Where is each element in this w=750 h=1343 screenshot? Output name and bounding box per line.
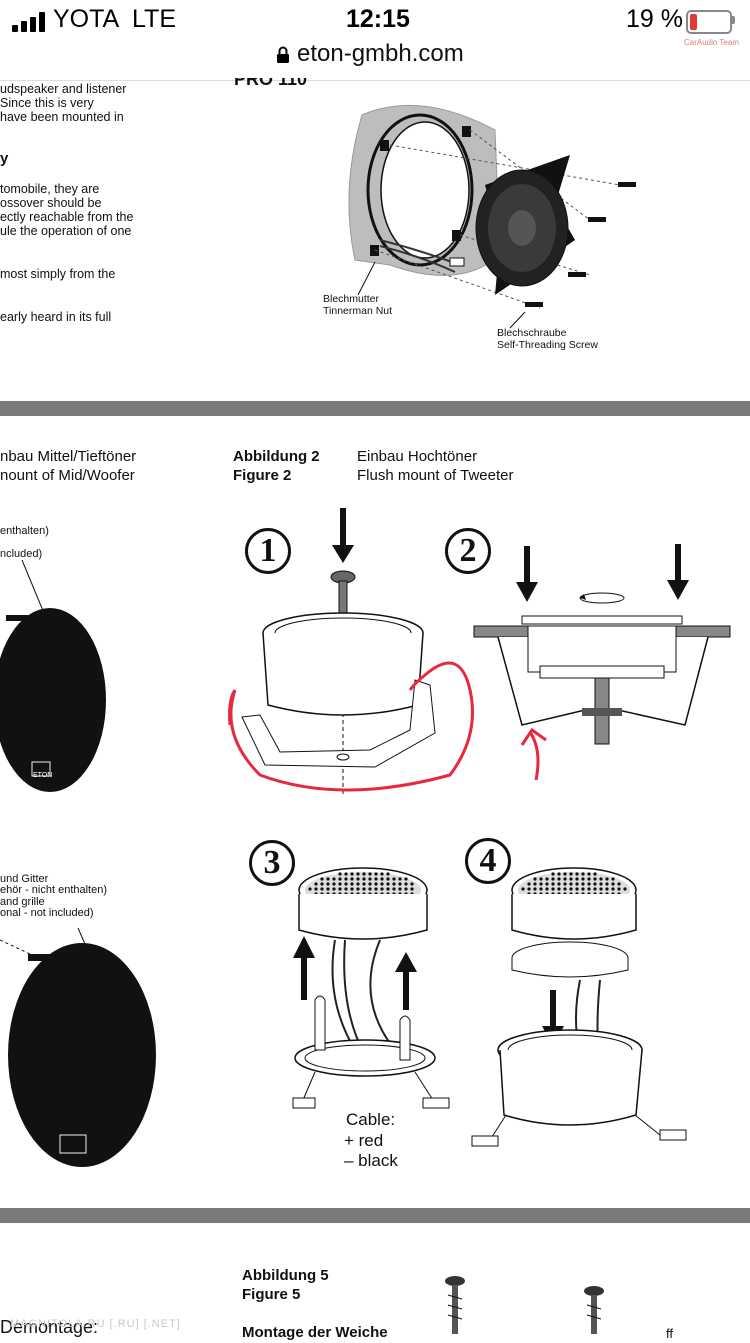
clock: 12:15: [346, 5, 410, 33]
cable-label: Cable:: [346, 1110, 396, 1129]
step-number: 1: [245, 528, 291, 574]
red-annotation: [520, 727, 547, 781]
step-number: 3: [249, 840, 295, 886]
arrow-down-icon: [332, 508, 354, 563]
text-line: Since this is very: [0, 96, 94, 110]
text-line: have been mounted in: [0, 110, 124, 124]
note-line: and grille: [0, 896, 45, 908]
cable-minus-label: – black: [344, 1151, 398, 1170]
watermark-top: CarAudio Team: [684, 38, 739, 47]
step1-diagram: [228, 508, 474, 795]
text-line: ossover should be: [0, 196, 102, 210]
text-line: most simply from the: [0, 267, 116, 281]
screw-icon: [445, 1276, 465, 1334]
battery-percent: 19 %: [626, 5, 683, 33]
rotate-icon: [579, 592, 625, 604]
network-type: LTE: [132, 5, 176, 33]
carrier-name: YOTA: [53, 5, 120, 33]
address-bar[interactable]: eton-gmbh.com: [270, 40, 490, 70]
figure5-label-en: Figure 5: [242, 1286, 301, 1303]
label-screw-en: Self-Threading Screw: [497, 339, 598, 351]
speaker-mount-diagram: [348, 104, 636, 329]
watermark-bottom: MAGNITOLA.RU [.RU] [.NET]: [10, 1318, 181, 1330]
text-line: ectly reachable from the: [0, 210, 134, 224]
woofer-grille-diagram-top: [0, 560, 106, 792]
status-bar: YOTA LTE 12:15 19 % CarAudio Team eton-g…: [0, 0, 750, 81]
step-number: 2: [445, 528, 491, 574]
left-header-en: nount of Mid/Woofer: [0, 467, 135, 484]
step-number: 4: [465, 838, 511, 884]
arrow-down-icon: [516, 544, 689, 602]
figure-title-de: Einbau Hochtöner: [357, 448, 478, 465]
left-header-de: nbau Mittel/Tieftöner: [0, 448, 137, 465]
cable-plus-label: + red: [344, 1131, 384, 1150]
screw-icon: [6, 615, 28, 621]
screw-icon: [525, 182, 636, 307]
step3-diagram: [292, 867, 450, 1109]
tinnerman-nut-icon: [380, 140, 389, 151]
figure5-label-de: Abbildung 5: [242, 1267, 329, 1284]
page-separator: [0, 401, 750, 416]
demontage-heading: Demontage:: [0, 1317, 99, 1337]
note-line: und Gitter: [0, 873, 49, 885]
logo-text: ETON: [33, 772, 53, 779]
screw-icon: [28, 954, 58, 961]
battery-fill: [690, 14, 697, 30]
note-line: ncluded): [0, 548, 43, 560]
arrow-up-icon: [293, 936, 417, 1010]
note-line: ehör - nicht enthalten): [0, 884, 108, 896]
red-annotation: [228, 661, 474, 792]
step2-diagram: [473, 544, 731, 781]
figure-label-en: Figure 2: [233, 467, 292, 484]
step4-diagram: [471, 867, 687, 1147]
page-separator: [0, 1208, 750, 1223]
note-line: onal - not included): [0, 907, 94, 919]
label-nut-de: Blechmutter: [323, 293, 380, 305]
figure-label-de: Abbildung 2: [233, 448, 320, 465]
text-line: tomobile, they are: [0, 182, 100, 196]
signal-icon: [12, 12, 48, 32]
lock-icon: [277, 46, 289, 63]
text-line: ule the operation of one: [0, 224, 132, 238]
url-text: eton-gmbh.com: [297, 40, 464, 67]
woofer-grille-diagram-bottom: [0, 927, 156, 1167]
note-line: enthalten): [0, 525, 49, 537]
text-line: early heard in its full: [0, 310, 112, 324]
text-line: udspeaker and listener: [0, 82, 127, 96]
label-screw-de: Blechschraube: [497, 327, 567, 339]
screw-icon: [584, 1286, 604, 1334]
model-title-partial: PRO 110: [234, 69, 308, 89]
battery-tip: [731, 16, 735, 24]
text-line: y: [0, 150, 9, 167]
label-nut-en: Tinnerman Nut: [323, 305, 393, 317]
battery-icon: [686, 10, 732, 34]
figure-title-en: Flush mount of Tweeter: [357, 467, 514, 484]
montage-heading: Montage der Weiche: [242, 1324, 388, 1341]
